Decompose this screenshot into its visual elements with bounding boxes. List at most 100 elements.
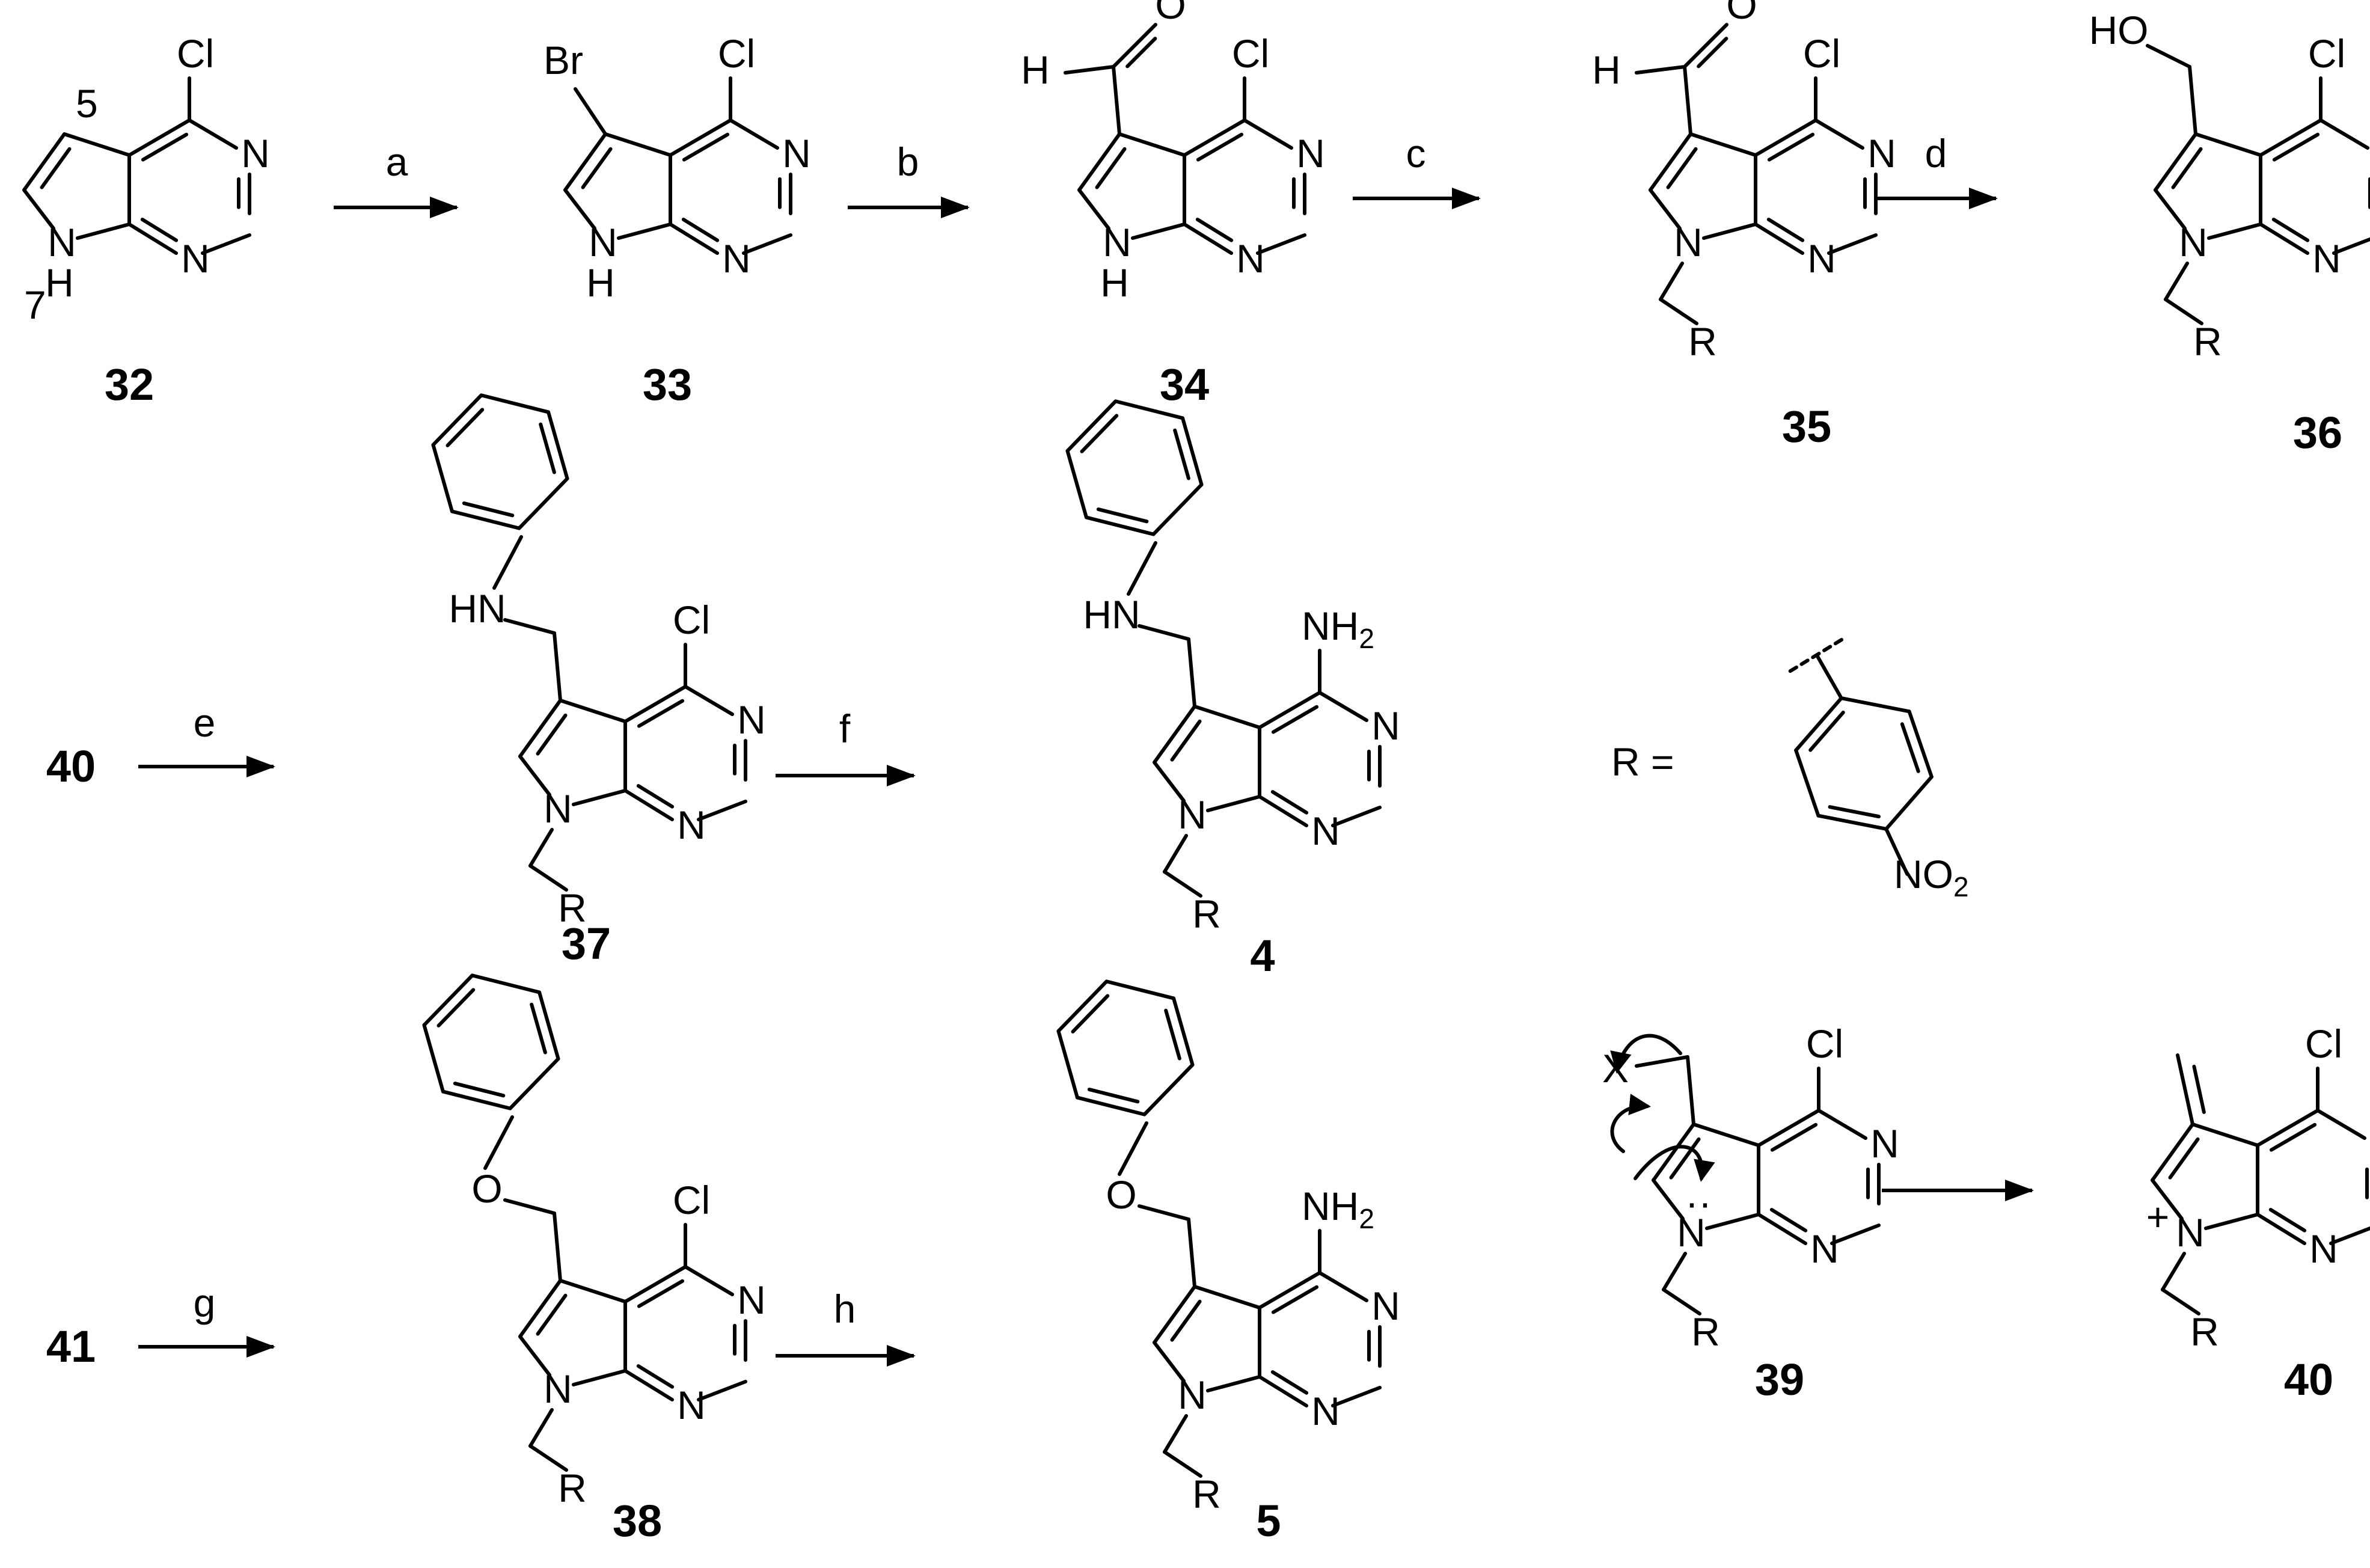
bond: [1814, 118, 1864, 150]
atom-n1: N: [1236, 236, 1265, 281]
atom-n1: N: [677, 1383, 706, 1427]
bond: [637, 699, 685, 728]
atom-n3: N: [737, 1278, 766, 1322]
nitrophenyl-group: [1788, 636, 1934, 876]
bond: [1142, 1063, 1195, 1116]
bond: [1705, 1213, 1760, 1230]
bond: [2164, 262, 2189, 301]
atom-n3: N: [1371, 1284, 1400, 1328]
bond: [536, 1293, 568, 1336]
atom-n7: N: [1178, 792, 1207, 837]
bond: [1754, 222, 1804, 255]
bond: [623, 685, 687, 723]
bond: [1163, 1414, 1188, 1454]
atom-n7: N: [1677, 1210, 1706, 1255]
atom-n7: N: [2179, 220, 2208, 265]
bond: [1125, 37, 1157, 69]
bond: [623, 1369, 674, 1401]
bond: [503, 618, 556, 635]
bond: [470, 973, 542, 994]
bond: [1669, 1137, 1701, 1180]
bond: [2154, 132, 2197, 192]
bond: [1270, 790, 1309, 815]
bond: [2194, 132, 2262, 157]
bond: [1318, 691, 1368, 722]
bond: [1659, 262, 1684, 301]
bond: [2268, 1208, 2307, 1233]
mechanism-arrows: [1610, 1034, 1715, 1182]
bond: [637, 1279, 685, 1308]
bond: [2332, 237, 2370, 255]
reagent-c: c: [1406, 131, 1426, 176]
bond: [22, 188, 55, 230]
atom-o-aldehyde: O: [1726, 0, 1757, 27]
bond: [1258, 1375, 1308, 1407]
bond: [479, 393, 551, 414]
bond: [1104, 979, 1176, 1000]
bond: [127, 222, 178, 255]
curved-arrow-double-bond: [1610, 1094, 1651, 1153]
bond: [2204, 1213, 2259, 1230]
bond: [2259, 118, 2323, 157]
atom-h-aldehyde: H: [1592, 47, 1621, 92]
bond: [1907, 709, 1934, 779]
bond: [1193, 1285, 1261, 1309]
label-4: 4: [1250, 931, 1275, 981]
label-37: 37: [562, 919, 611, 969]
bond: [1318, 1271, 1368, 1302]
atom-h7: H: [45, 260, 74, 305]
reagent-b: b: [897, 139, 919, 184]
bond: [574, 87, 607, 136]
bond: [1071, 994, 1110, 1034]
bond: [1118, 132, 1186, 157]
label-34: 34: [1160, 360, 1209, 409]
bond: [2192, 1064, 2206, 1114]
bond: [1828, 805, 1881, 819]
bond: [1635, 1055, 1689, 1068]
bond: [553, 1211, 562, 1282]
reagent-a: a: [386, 139, 408, 184]
bond: [518, 755, 551, 797]
bond: [1754, 118, 1817, 157]
bond: [1271, 1285, 1319, 1314]
bond: [1817, 1109, 1867, 1140]
atom-r: R: [2193, 319, 2222, 364]
reagent-h: h: [834, 1287, 856, 1331]
atom-h7: H: [586, 260, 615, 305]
bond: [1767, 132, 1815, 162]
atom-hn: HN: [1083, 592, 1140, 637]
label-35: 35: [1782, 402, 1831, 452]
bond: [1258, 795, 1308, 827]
bond: [1683, 65, 1692, 136]
atom-n3: N: [1870, 1121, 1899, 1166]
atom-r: R: [558, 1466, 587, 1510]
bond: [636, 784, 675, 809]
bond: [2207, 222, 2262, 240]
bond: [2151, 1122, 2194, 1182]
bond: [436, 988, 476, 1027]
atom-cl: Cl: [673, 598, 710, 642]
amino-group: NH2: [1302, 1184, 1374, 1234]
bond: [537, 990, 560, 1061]
bond: [1206, 1375, 1261, 1392]
bond: [1757, 1213, 1807, 1245]
bond: [669, 222, 719, 255]
reagent-g: g: [194, 1281, 216, 1325]
atom-cl: Cl: [673, 1178, 710, 1222]
bond: [1151, 483, 1204, 536]
bond: [2161, 1288, 2200, 1315]
bond: [1270, 1370, 1309, 1395]
atom-n7: N: [47, 220, 76, 265]
bond: [431, 393, 483, 447]
bond: [572, 789, 627, 806]
atom-h-aldehyde: H: [1021, 47, 1050, 92]
bond: [2164, 298, 2203, 325]
bond: [681, 218, 720, 242]
bond: [1138, 1204, 1190, 1221]
bond: [1652, 1178, 1685, 1220]
bond: [1827, 233, 1878, 255]
bond: [528, 1444, 568, 1472]
